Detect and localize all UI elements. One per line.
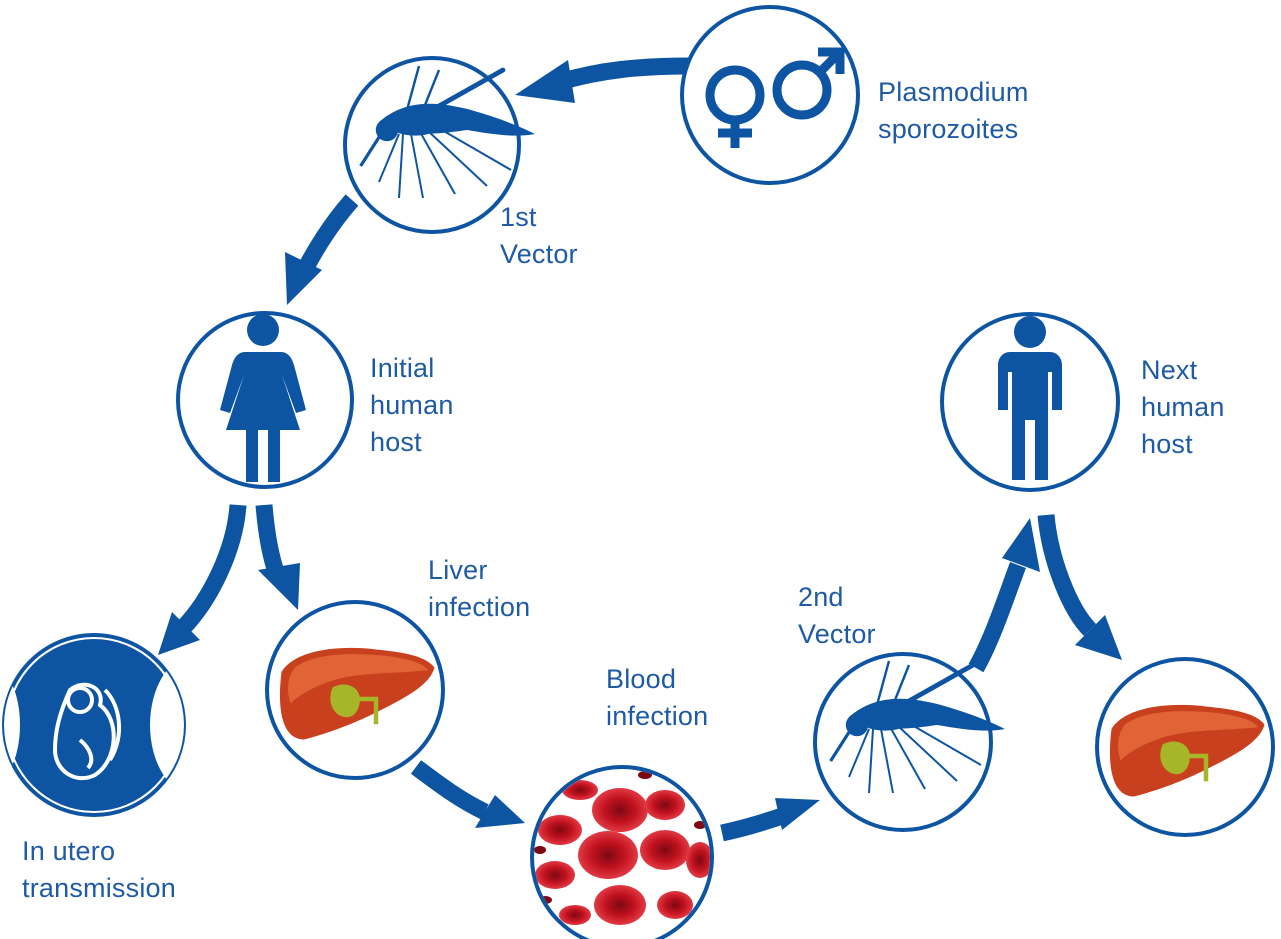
arrow-head-2nd-vector [775,798,820,830]
in-utero-node [0,635,240,815]
second-vector-node [815,654,1005,830]
in-utero-label: In utero transmission [22,833,176,907]
arrow-sporozoites-to-1st-vector [560,66,690,82]
arrow-head-next-host [1002,518,1040,572]
next-host-node [942,314,1118,490]
liver-infection-label-line-2: infection [428,589,530,626]
sporozoites-label-line-1: Plasmodium [878,74,1029,111]
initial-host-label: Initial human host [370,350,454,461]
blood-infection-label: Blood infection [606,661,708,735]
sporozoites-label-line-2: sporozoites [878,111,1029,148]
initial-host-label-line-1: Initial [370,350,454,387]
next-host-label-line-3: host [1141,426,1225,463]
second-vector-label-line-2: Vector [798,616,876,653]
arrow-head-liver [258,563,300,610]
sporozoites-label: Plasmodium sporozoites [878,74,1029,148]
arrow-1st-vector-to-initial-host [302,200,352,275]
next-host-label-line-1: Next [1141,352,1225,389]
initial-host-label-line-3: host [370,424,454,461]
first-vector-label-line-1: 1st [500,199,578,236]
liver-infection-label: Liver infection [428,552,530,626]
arrow-initial-host-to-liver [264,505,277,575]
in-utero-label-line-1: In utero [22,833,176,870]
arrow-2nd-vector-to-next-host [976,565,1018,668]
sporozoites-node [682,7,858,183]
second-vector-label-line-1: 2nd [798,579,876,616]
arrow-initial-host-to-in-utero [183,505,238,628]
initial-host-label-line-2: human [370,387,454,424]
first-vector-label-line-2: Vector [500,236,578,273]
blood-infection-node [532,767,714,939]
next-host-label-line-2: human [1141,389,1225,426]
arrow-liver-to-blood [416,767,485,812]
blood-infection-label-line-2: infection [606,698,708,735]
arrow-blood-to-2nd-vector [722,815,785,833]
next-host-label: Next human host [1141,352,1225,463]
liver-infection-node [267,602,443,778]
arrow-head-1st-vector [515,60,575,103]
blood-infection-label-line-1: Blood [606,661,708,698]
second-vector-label: 2nd Vector [798,579,876,653]
liver-infection-label-line-1: Liver [428,552,530,589]
first-vector-label: 1st Vector [500,199,578,273]
in-utero-label-line-2: transmission [22,870,176,907]
initial-host-node [178,313,352,487]
arrow-next-host-to-liver [1046,515,1090,630]
next-liver-node [1097,659,1273,835]
